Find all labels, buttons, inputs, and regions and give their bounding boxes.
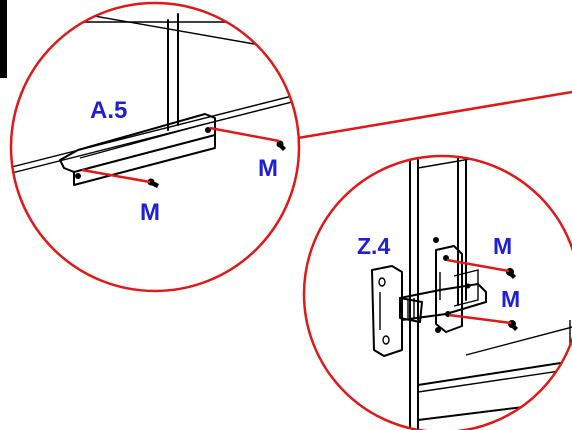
screw-label-m: M bbox=[258, 155, 278, 182]
part-label-a5: A.5 bbox=[90, 97, 127, 124]
screw-label-m: M bbox=[140, 199, 160, 226]
screw-label-m: M bbox=[493, 233, 512, 259]
bracket-part bbox=[59, 113, 216, 186]
detail-bottom-circle bbox=[302, 154, 572, 430]
detail-top-circle bbox=[9, 1, 301, 293]
detail-bottom: Z.4 M M bbox=[302, 154, 572, 430]
screw-label-m: M bbox=[501, 286, 520, 312]
detail-top-background bbox=[11, 3, 299, 291]
screw-icon bbox=[276, 140, 286, 151]
screw-icon bbox=[147, 178, 159, 188]
part-label-z4: Z.4 bbox=[357, 233, 390, 259]
callout-connector bbox=[285, 90, 572, 142]
detail-bottom-background bbox=[304, 156, 572, 430]
edge-bar bbox=[0, 0, 7, 78]
hinge-part bbox=[371, 237, 487, 357]
detail-top: A.5 M M bbox=[9, 1, 301, 293]
